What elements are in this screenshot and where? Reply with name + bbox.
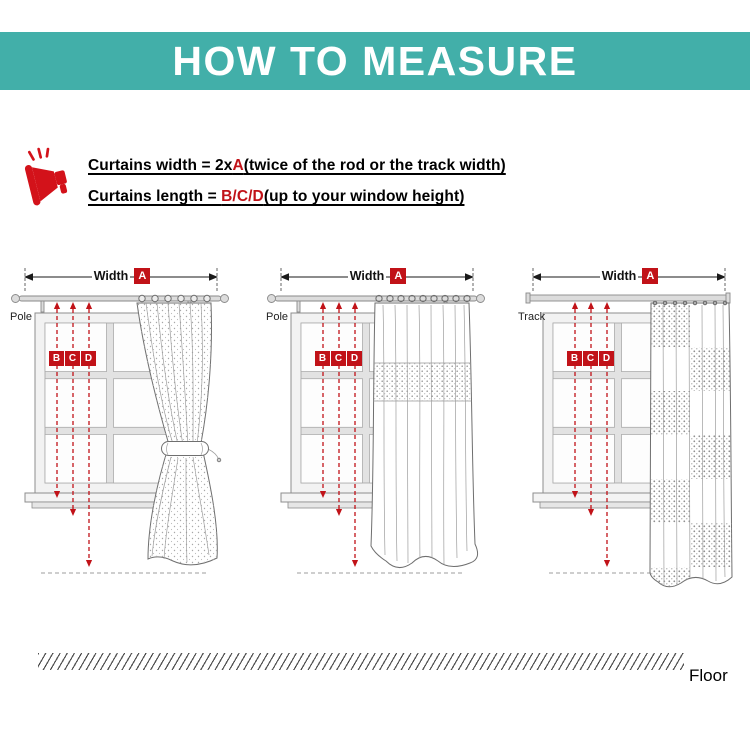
length-letter-box-b: B: [567, 351, 582, 366]
length-letter-boxes: B C D: [315, 351, 362, 366]
length-letter-box-d: D: [599, 351, 614, 366]
length-letter-box-b: B: [49, 351, 64, 366]
support-label-pole: Pole: [10, 311, 33, 323]
support-label-track: Track: [518, 311, 546, 323]
checkered-panel-curtain: [649, 300, 733, 588]
window-frame: [24, 312, 204, 509]
sheer-curtain: [370, 294, 479, 568]
length-measurement-arrows: [53, 302, 93, 567]
instruction-length-suffix: (up to your window height): [263, 188, 465, 205]
length-letter-box-c: C: [65, 351, 80, 366]
length-letter-box-b: B: [315, 351, 330, 366]
length-letter-box-c: C: [583, 351, 598, 366]
instruction-line-width: Curtains width = 2xA(twice of the rod or…: [88, 157, 506, 175]
window-curtain-illustration-2: [267, 268, 485, 574]
length-letter-boxes: B C D: [49, 351, 96, 366]
tieback-band: [161, 441, 209, 456]
instruction-length-prefix: Curtains length =: [88, 188, 222, 205]
measure-instructions: Curtains width = 2xA(twice of the rod or…: [88, 157, 506, 219]
width-label: Width: [91, 268, 131, 284]
width-measure-labels: Width A: [513, 268, 745, 284]
width-label: Width: [599, 268, 639, 284]
width-label: Width: [347, 268, 387, 284]
length-letter-box-d: D: [347, 351, 362, 366]
length-letter-boxes: B C D: [567, 351, 614, 366]
megaphone-icon: [24, 147, 68, 206]
support-label-pole: Pole: [266, 311, 289, 323]
diagram-pole-tied-curtain: Width A Pole B C D: [5, 255, 237, 620]
floor-label: Floor: [689, 666, 728, 685]
length-measurement-arrows: [571, 302, 611, 567]
diagram-track-panel-curtain: Width A Track B C D: [513, 255, 745, 620]
length-letter-box-c: C: [331, 351, 346, 366]
width-letter-box-a: A: [134, 268, 151, 284]
width-measure-labels: Width A: [5, 268, 237, 284]
window-curtain-illustration-1: [11, 268, 229, 574]
width-letter-box-a: A: [390, 268, 407, 284]
floor-hatch: [38, 653, 684, 670]
instruction-line-length: Curtains length = B/C/D(up to your windo…: [88, 188, 506, 206]
instruction-width-prefix: Curtains width = 2x: [88, 157, 233, 174]
tied-back-curtain: [136, 294, 222, 566]
length-letter-box-d: D: [81, 351, 96, 366]
instruction-length-accent: B/C/D: [221, 188, 264, 205]
instruction-width-suffix: (twice of the rod or the track width): [243, 157, 506, 174]
header-banner: HOW TO MEASURE: [0, 32, 750, 90]
width-measure-labels: Width A: [261, 268, 493, 284]
width-letter-box-a: A: [642, 268, 659, 284]
diagram-pole-sheer-curtain: Width A Pole B C D: [261, 255, 493, 620]
curtain-track: [525, 292, 731, 304]
instruction-width-accent: A: [232, 157, 244, 174]
page-title: HOW TO MEASURE: [172, 37, 578, 84]
length-measurement-arrows: [319, 302, 359, 567]
window-curtain-illustration-3: [525, 268, 733, 588]
